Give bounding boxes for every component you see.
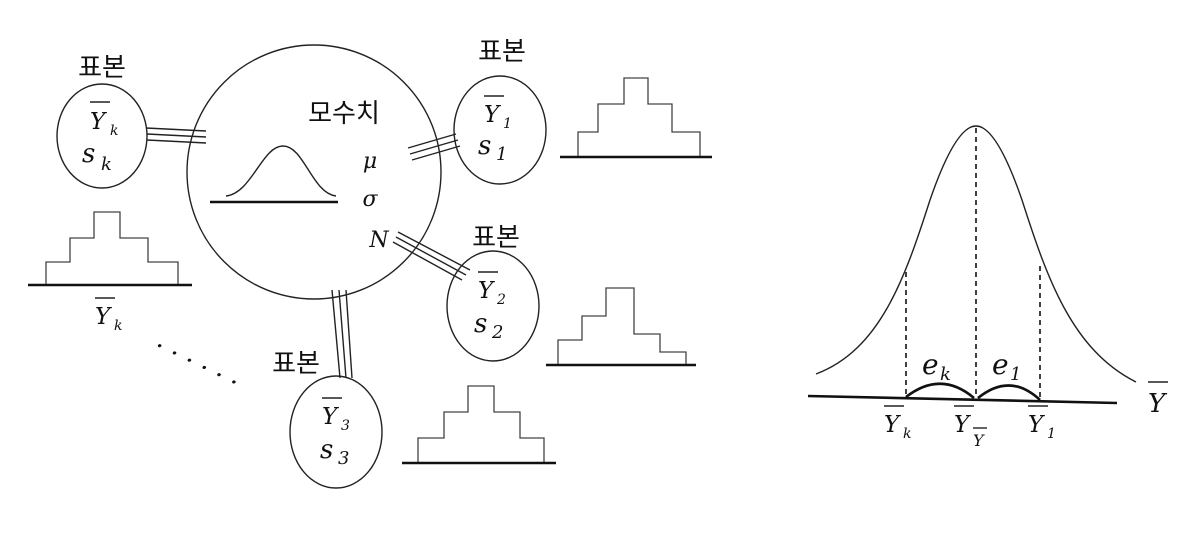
tick-ybar-sub: Y <box>973 431 985 450</box>
error-k-sub: k <box>940 364 951 385</box>
ellipsis-dots: · · · · · · <box>149 331 244 398</box>
sample-2-mean-sub: 2 <box>496 292 506 308</box>
error-1-sub: 1 <box>1010 364 1021 385</box>
sampling-bell-curve <box>815 125 1137 383</box>
sample-2-sd: s <box>474 309 487 339</box>
sample-3-title: 표본 <box>272 349 320 379</box>
axis-label: Y <box>1148 389 1168 419</box>
sample-k-title: 표본 <box>78 53 126 83</box>
sample-1-sd-sub: 1 <box>496 144 507 165</box>
sample-3-sd-sub: 3 <box>338 448 349 469</box>
tick-yk-sub: k <box>903 426 911 442</box>
histogram-3 <box>402 385 556 465</box>
sample-k-mean: Y <box>90 109 108 135</box>
tick-ybar: Y <box>954 412 972 438</box>
connector-2 <box>392 231 471 281</box>
histogram-k <box>28 211 192 287</box>
sample-k-sd: s <box>82 139 95 169</box>
sample-3-mean-sub: 3 <box>341 418 350 434</box>
sample-k-mean-sub: k <box>110 123 118 139</box>
sample-1-mean: Y <box>484 102 502 128</box>
param-sigma: σ <box>362 187 378 212</box>
sample-k-sd-sub: k <box>101 154 112 175</box>
connector-1 <box>407 133 461 161</box>
connector-3 <box>331 289 353 379</box>
population-title: 모수치 <box>308 99 380 129</box>
sample-k-circle <box>56 83 148 189</box>
tick-y1-sub: 1 <box>1047 426 1056 442</box>
sample-1-sd: s <box>478 131 491 161</box>
sample-3-sd: s <box>320 435 333 465</box>
error-arc-1 <box>977 384 1041 401</box>
param-mu: μ <box>363 149 377 174</box>
connector-k <box>145 127 207 144</box>
hist-k-label-sub: k <box>114 318 122 334</box>
hist-k-label: Y <box>95 304 113 330</box>
sample-3-mean: Y <box>322 404 340 430</box>
sample-3-circle <box>289 375 383 489</box>
histogram-1 <box>560 77 712 159</box>
tick-y1: Y <box>1028 412 1046 438</box>
error-1: e <box>992 348 1009 381</box>
population-circle <box>186 44 442 300</box>
sample-2-circle <box>446 250 540 362</box>
sampling-axis <box>807 394 1118 405</box>
sample-2-sd-sub: 2 <box>491 322 503 343</box>
sample-1-title: 표본 <box>478 37 526 67</box>
population-bell-curve <box>225 145 337 197</box>
sample-2-mean: Y <box>478 278 496 304</box>
sample-1-circle <box>453 75 547 185</box>
error-k: e <box>922 348 939 381</box>
sample-1-mean-sub: 1 <box>503 116 512 132</box>
tick-yk: Y <box>884 412 902 438</box>
sample-2-title: 표본 <box>472 223 520 253</box>
error-arc-k <box>905 382 975 399</box>
param-n: N <box>368 228 389 253</box>
histogram-2 <box>546 287 696 367</box>
